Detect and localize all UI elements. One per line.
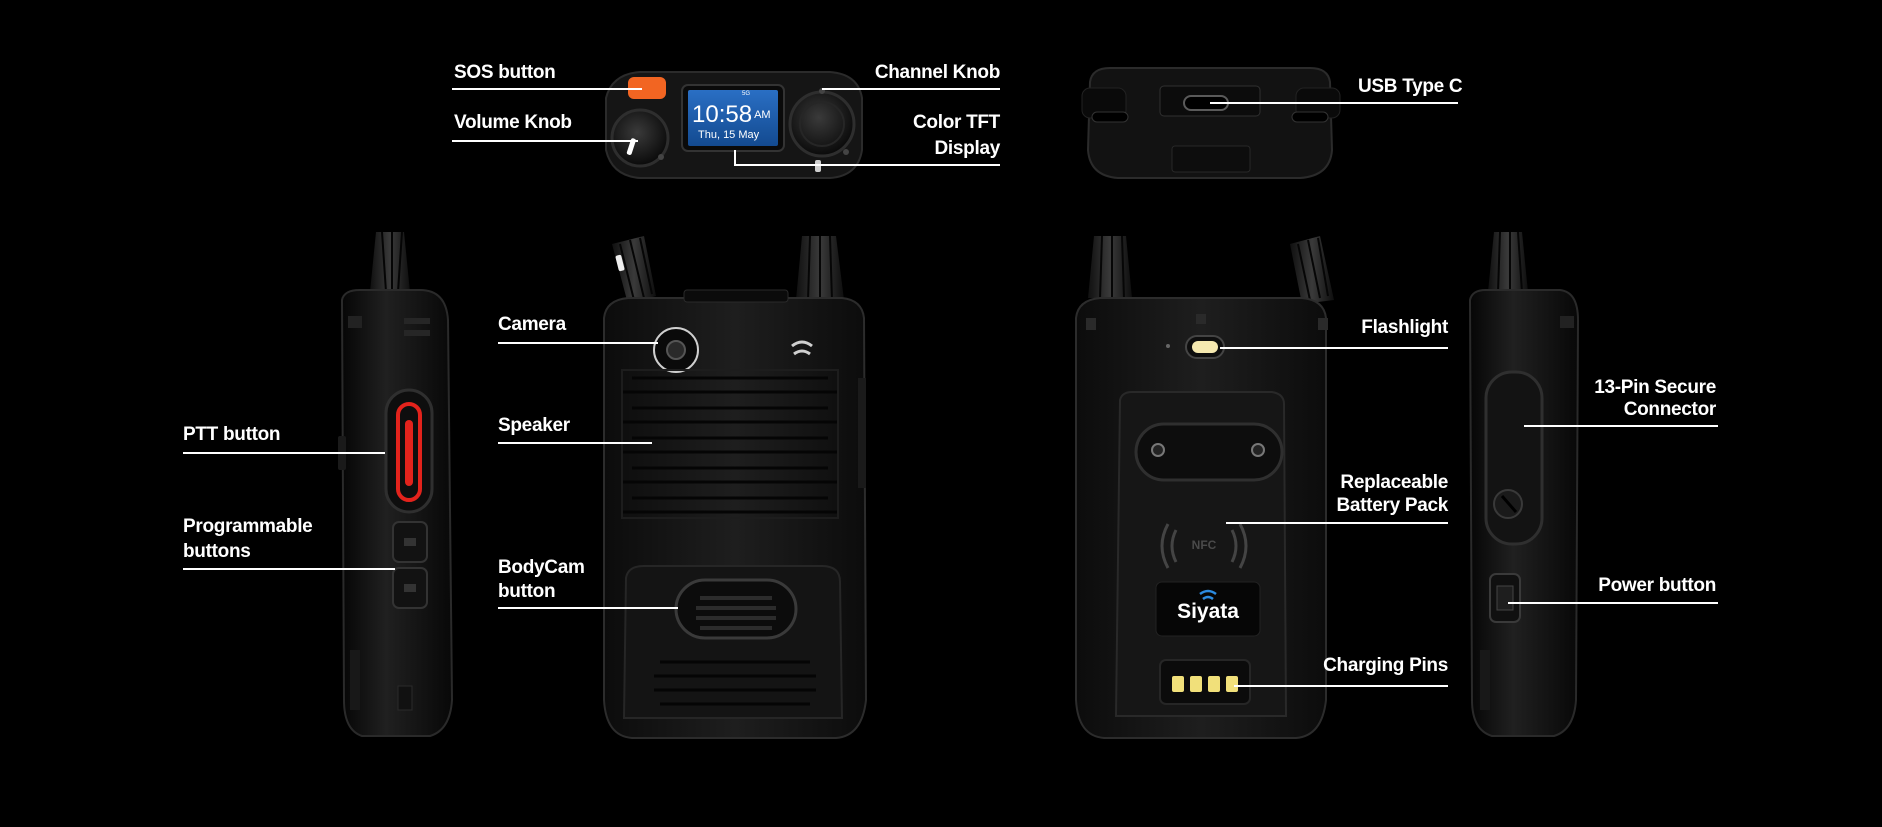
leader-programmable	[183, 568, 395, 570]
nfc-icon	[1160, 523, 1248, 569]
label-bodycam-line2: button	[498, 581, 556, 602]
front-view	[603, 235, 868, 739]
leader-display	[734, 164, 1000, 166]
leader-connector	[1524, 425, 1718, 427]
label-flashlight: Flashlight	[1361, 317, 1448, 338]
label-camera: Camera	[498, 314, 566, 335]
siyata-logo: Siyata	[1177, 600, 1239, 623]
siyata-logo-plate	[1155, 581, 1261, 637]
label-speaker: Speaker	[498, 415, 570, 436]
secure-connector-back	[1134, 422, 1284, 482]
label-display-line2: Display	[934, 138, 1001, 159]
leader-volume	[452, 140, 638, 142]
label-usb-type-c: USB Type C	[1358, 76, 1463, 97]
leader-usb	[1210, 102, 1458, 104]
label-power-button: Power button	[1598, 575, 1716, 596]
bottom-view-usb	[1081, 67, 1341, 179]
screen-signal: 5G	[742, 91, 751, 97]
label-sos-button: SOS button	[454, 62, 556, 83]
tft-screen	[688, 90, 778, 146]
label-programmable-line1: Programmable	[183, 516, 313, 537]
left-side-view	[338, 231, 454, 737]
leader-power	[1508, 602, 1718, 604]
label-bodycam-line1: BodyCam	[498, 557, 585, 578]
screen-date: Thu, 15 May	[698, 129, 760, 141]
label-battery-line1: Replaceable	[1340, 472, 1448, 493]
flashlight-lens	[1192, 341, 1218, 353]
label-charging-pins: Charging Pins	[1323, 655, 1448, 676]
leader-speaker	[498, 442, 652, 444]
leader-camera	[498, 342, 658, 344]
nfc-text: NFC	[1191, 538, 1217, 552]
label-programmable-line2: buttons	[183, 541, 251, 562]
screen-ampm: AM	[754, 109, 771, 121]
label-volume-knob: Volume Knob	[454, 112, 572, 133]
volume-knob-shape	[610, 108, 670, 168]
leader-bodycam	[498, 607, 678, 609]
leader-display-vertical	[734, 150, 736, 165]
label-display-line1: Color TFT	[912, 112, 1000, 133]
sos-button-shape	[628, 77, 666, 99]
leader-channel	[822, 88, 1000, 90]
label-connector-line1: 13-Pin Secure	[1594, 377, 1716, 398]
leader-sos	[452, 88, 642, 90]
leader-battery	[1226, 522, 1448, 524]
leader-ptt	[183, 452, 385, 454]
thirteen-pin-connector-shape	[1484, 370, 1544, 546]
label-connector-line2: Connector	[1623, 399, 1717, 420]
label-ptt-button: PTT button	[183, 424, 281, 445]
label-battery-line2: Battery Pack	[1336, 495, 1448, 516]
label-channel-knob: Channel Knob	[874, 62, 1000, 83]
leader-flashlight	[1220, 347, 1448, 349]
leader-charging	[1234, 685, 1448, 687]
right-side-view	[1468, 231, 1580, 737]
top-view-display	[605, 71, 863, 179]
